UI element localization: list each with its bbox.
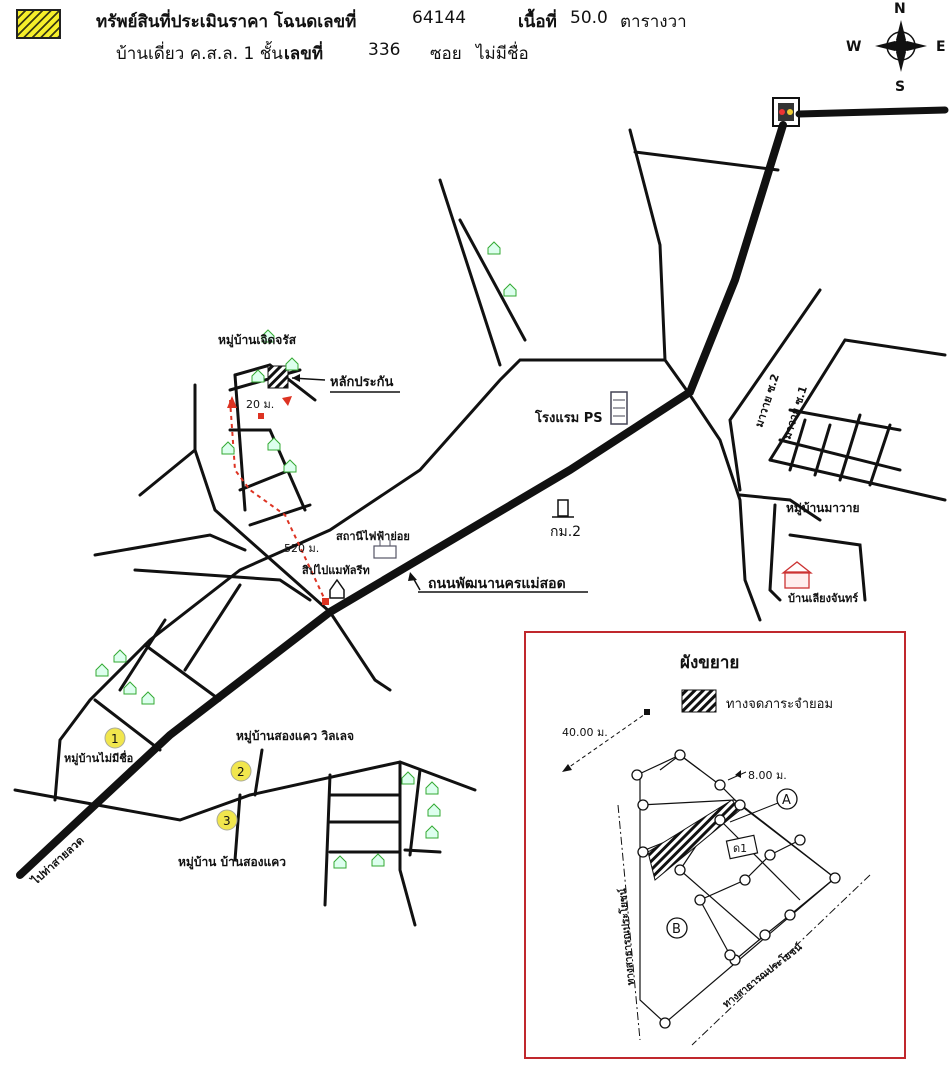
- label-village-jerdcharat: หมู่บ้านเจิดจรัส: [218, 333, 297, 348]
- label-village-no-name: หมู่บ้านไม่มีชื่อ: [64, 750, 133, 766]
- plot-d1: [725, 834, 759, 860]
- power-station-icon: [373, 540, 397, 559]
- legend-swatch: [16, 9, 61, 39]
- route-path: [229, 399, 326, 601]
- compass-w: W: [846, 39, 861, 55]
- label-a: A: [782, 793, 791, 808]
- compass-e: E: [936, 39, 946, 55]
- label-main-road: ถนนพัฒนานครแม่สอด: [428, 576, 566, 592]
- hotel-icon: [610, 391, 628, 425]
- label-pipe-shop: สิปไปแมทัลรีท: [302, 563, 370, 577]
- house-landmark-icon: [329, 578, 345, 599]
- label-dist-520: 520 ม.: [284, 542, 319, 555]
- label-village-songkwae-village: หมู่บ้านสองแคว วิลเลจ: [236, 729, 354, 744]
- secondary-roads: [13, 128, 947, 927]
- main-roads: [16, 106, 949, 879]
- label-ban-siang: บ้านเลียงจันทร์: [788, 592, 858, 605]
- marker-icon: [322, 598, 329, 605]
- house-icon: [113, 649, 127, 663]
- inset-legend-text: ทางจดภาระจำยอม: [726, 697, 833, 712]
- km-post-icon: [552, 499, 574, 518]
- marker-a: [776, 788, 798, 810]
- label-village-mawai: หมู่บ้านมาวาย: [786, 501, 860, 516]
- label-power-station: สถานีไฟฟ้าย่อย: [336, 529, 410, 543]
- house-icon: [425, 781, 439, 795]
- compass-icon: [875, 20, 927, 72]
- inset-legend-swatch: [681, 689, 717, 713]
- circle-1-label: 1: [111, 732, 119, 746]
- house-icon: [371, 853, 385, 867]
- circle-marker-2: [230, 760, 252, 782]
- dim-8: 8.00 ม.: [748, 769, 787, 782]
- house-icon: [425, 825, 439, 839]
- label-dist-20: 20 ม.: [246, 398, 274, 411]
- ban-siang-icon: [781, 561, 813, 589]
- house-icon: [503, 283, 517, 297]
- soi-label: ซอย: [430, 44, 462, 64]
- area-label: เนื้อที่: [518, 12, 557, 32]
- deed-number: 64144: [412, 8, 467, 28]
- circle-2-label: 2: [237, 765, 245, 779]
- traffic-light-icon: [772, 97, 800, 127]
- compass-n: N: [894, 1, 906, 17]
- house-icon: [283, 459, 297, 473]
- grid-nodes: [631, 749, 841, 1029]
- house-icon: [141, 691, 155, 705]
- house-no: 336: [368, 40, 401, 60]
- marker-icon: [258, 413, 264, 419]
- route-arrow-icon: [227, 396, 237, 408]
- circle-3-label: 3: [223, 814, 231, 828]
- label-hotel: โรงแรม PS: [534, 409, 603, 426]
- label-km2: กม.2: [550, 524, 581, 540]
- house-icon: [267, 437, 281, 451]
- house-icons: [95, 241, 517, 869]
- area-value: 50.0: [570, 8, 608, 28]
- label-b: B: [672, 922, 681, 937]
- house-icon: [333, 855, 347, 869]
- collateral-plot: [267, 365, 289, 389]
- property-type: บ้านเดี่ยว ค.ส.ล. 1 ชั้น: [116, 44, 283, 64]
- area-unit: ตารางวา: [620, 12, 687, 32]
- circle-marker-3: [216, 809, 238, 831]
- marker-b: [666, 917, 688, 939]
- soi-value: ไม่มีชื่อ: [476, 44, 529, 64]
- house-icon: [487, 241, 501, 255]
- house-no-label: เลขที่: [284, 44, 324, 64]
- house-icon: [427, 803, 441, 817]
- house-icon: [221, 441, 235, 455]
- label-village-songkwae: หมู่บ้าน บ้านสองแคว: [178, 855, 286, 870]
- inset-title: ผังขยาย: [680, 653, 739, 673]
- dim-40: 40.00 ม.: [562, 726, 608, 739]
- house-icon: [285, 357, 299, 371]
- house-icon: [123, 681, 137, 695]
- route-arrow-icon: [282, 396, 292, 406]
- circle-marker-1: [104, 727, 126, 749]
- header-title: ทรัพย์สินที่ประเมินราคา โฉนดเลขที่: [96, 12, 357, 32]
- plot-label: ด1: [733, 842, 747, 855]
- compass-s: S: [895, 79, 905, 95]
- house-icon: [251, 369, 265, 383]
- house-icon: [401, 771, 415, 785]
- label-collateral: หลักประกัน: [330, 375, 393, 390]
- house-icon: [95, 663, 109, 677]
- house-icon: [261, 329, 275, 343]
